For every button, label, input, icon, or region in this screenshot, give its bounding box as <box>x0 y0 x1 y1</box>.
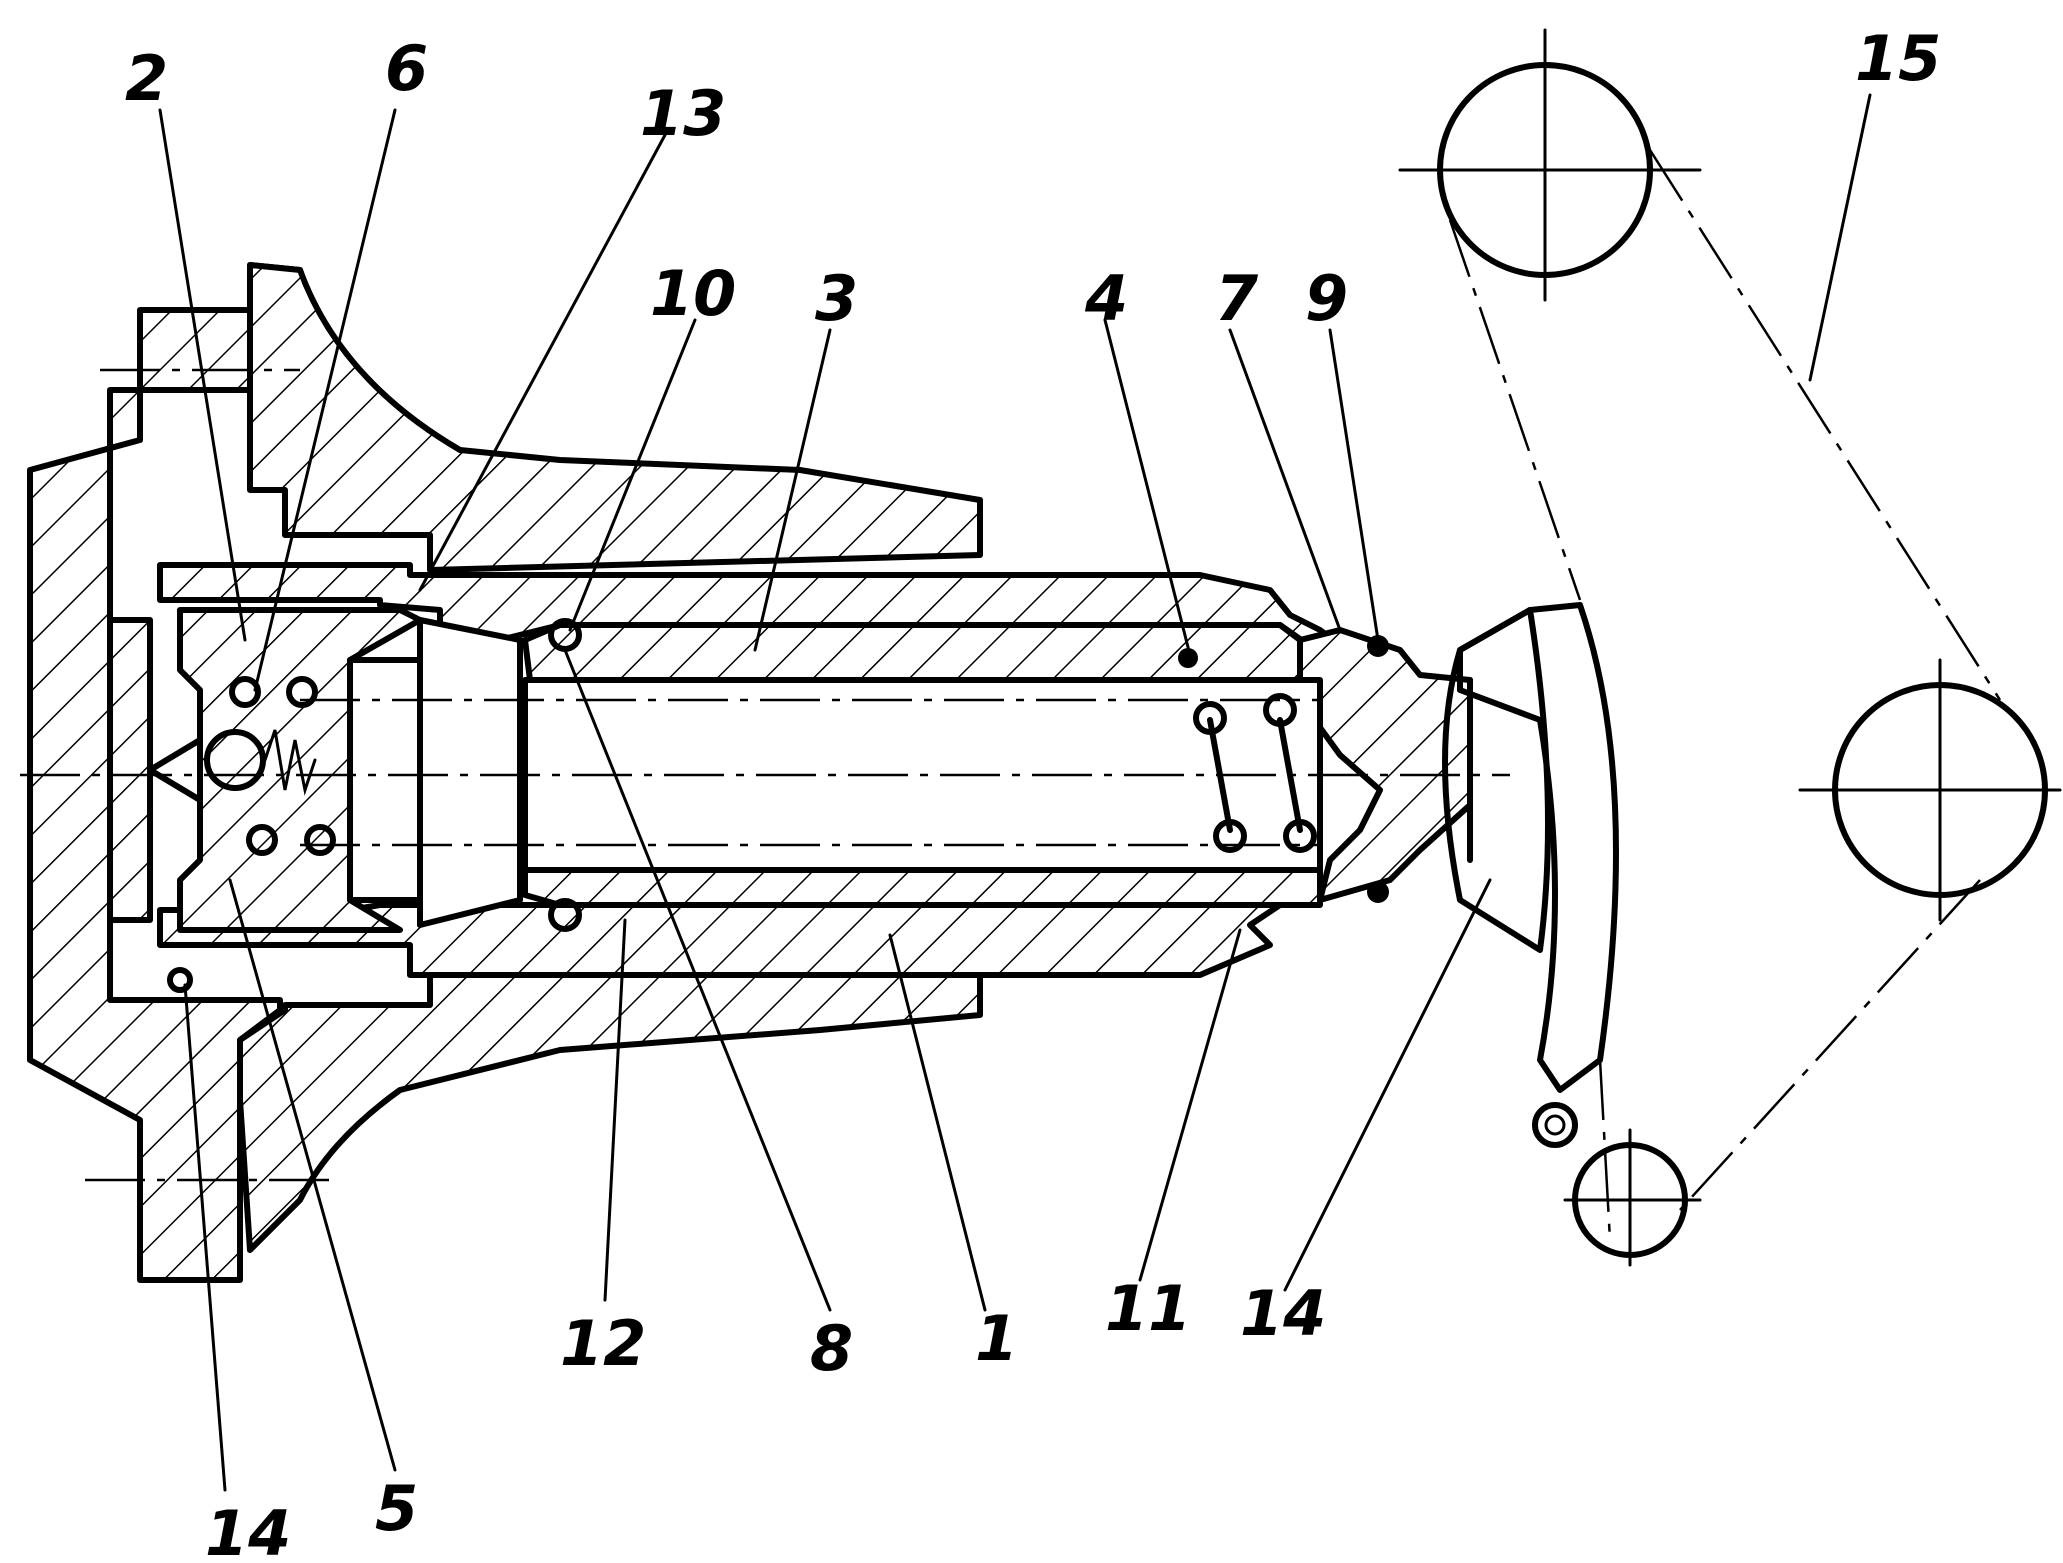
label-7: 7 <box>1215 262 1259 335</box>
label-1: 1 <box>975 1302 1018 1375</box>
piston-3-top <box>525 625 1320 680</box>
label-9: 9 <box>1305 262 1348 335</box>
label-8: 8 <box>810 1312 853 1385</box>
label-14-right: 14 <box>1240 1277 1326 1350</box>
label-5: 5 <box>375 1472 418 1545</box>
end-plate <box>110 620 150 920</box>
label-4: 4 <box>1084 262 1128 335</box>
shoe-pivot <box>1535 1105 1575 1145</box>
label-14-bottom-left: 14 <box>205 1497 291 1563</box>
housing-upper-sleeve <box>250 265 980 570</box>
label-3: 3 <box>815 262 858 335</box>
label-6: 6 <box>385 32 428 105</box>
label-11: 11 <box>1105 1272 1191 1345</box>
belt-top-left <box>1450 220 1580 600</box>
belt-right-bottom <box>1680 880 1980 1210</box>
label-10: 10 <box>650 257 736 330</box>
label-15: 15 <box>1855 22 1941 95</box>
label-12: 12 <box>560 1307 646 1380</box>
valve-chamber <box>350 660 420 900</box>
belt-top-right <box>1650 150 2000 700</box>
valve-cavity <box>420 620 520 925</box>
seal-lower-right <box>1367 881 1389 903</box>
piston-3-bottom <box>525 870 1320 905</box>
shoe-pivot-inner <box>1546 1116 1564 1134</box>
label-13: 13 <box>640 77 726 150</box>
seal-14-left <box>170 970 190 990</box>
label-2: 2 <box>125 42 168 115</box>
